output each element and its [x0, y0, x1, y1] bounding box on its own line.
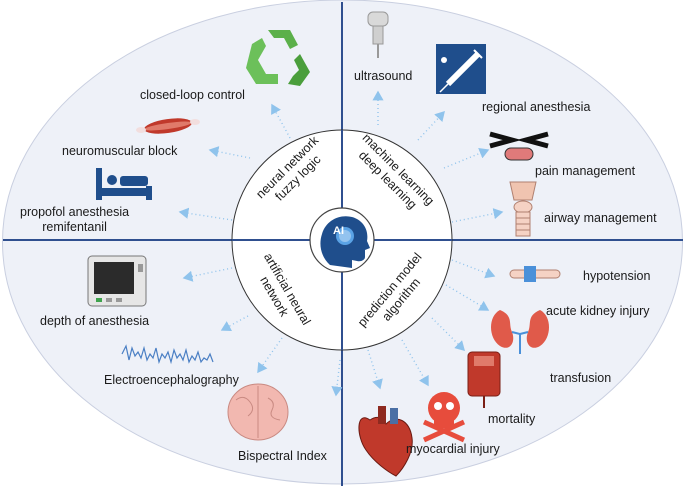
label-mortality: mortality	[488, 412, 536, 426]
pain-face-icon	[489, 131, 549, 161]
label-transfusion: transfusion	[550, 371, 612, 385]
brain-icon	[227, 383, 289, 441]
label-closed-loop-control: closed-loop control	[140, 88, 245, 102]
label-neuromuscular-block: neuromuscular block	[62, 144, 178, 158]
label-regional-anesthesia: regional anesthesia	[482, 100, 591, 114]
recycle-icon	[246, 30, 310, 86]
center-ai-label: AI	[333, 225, 344, 237]
monitor-icon	[87, 255, 147, 307]
label-myocardial-injury: myocardial injury	[406, 442, 500, 456]
bed-icon	[96, 168, 152, 200]
eeg-waveform-icon	[121, 344, 214, 365]
label-hypotension: hypotension	[583, 269, 651, 283]
label-propofol-anesthesia: propofol anesthesia remifentanil	[20, 205, 130, 234]
label-ultrasound: ultrasound	[354, 69, 413, 83]
label-pain-management: pain management	[535, 164, 636, 178]
label-depth-of-anesthesia: depth of anesthesia	[40, 314, 150, 328]
trachea-icon	[509, 181, 537, 237]
label-acute-kidney-injury: acute kidney injury	[546, 304, 650, 318]
label-bispectral-index: Bispectral Index	[238, 449, 327, 463]
arm-cuff-icon	[509, 266, 561, 282]
kidney-icon	[491, 310, 549, 354]
arrows	[178, 90, 504, 397]
skull-icon	[422, 392, 466, 443]
syringe-icon	[436, 44, 486, 94]
label-airway-management: airway management	[544, 211, 657, 225]
heart-icon	[358, 406, 413, 477]
ai-head-icon	[309, 207, 375, 273]
ultrasound-probe-icon	[367, 11, 389, 58]
blood-bag-icon	[467, 351, 501, 408]
muscle-icon	[136, 118, 200, 134]
label-electroencephalography: Electroencephalography	[104, 373, 239, 387]
